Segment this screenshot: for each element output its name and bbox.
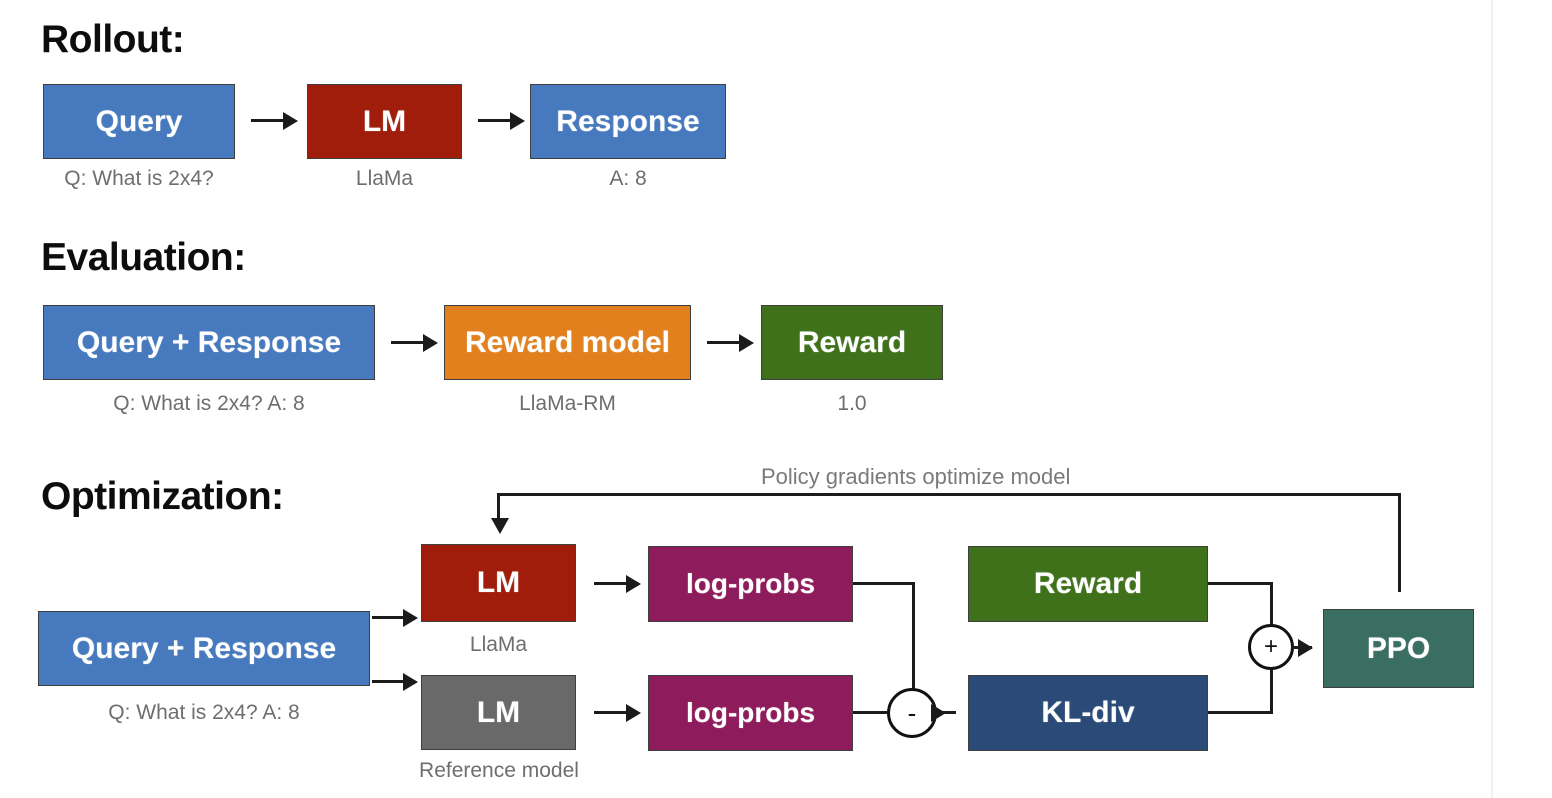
optimization-arrow-ref-logprobs-line [594, 711, 628, 714]
optimization-arrow-ref-logprobs-head [626, 704, 641, 722]
reward-out-hline [1208, 582, 1273, 585]
optimization-logprobs-bottom-box[interactable]: log-probs [648, 675, 853, 751]
optimization-kl-div-box[interactable]: KL-div [968, 675, 1208, 751]
rollout-query-box[interactable]: Query [43, 84, 235, 159]
right-edge-divider [1491, 0, 1493, 798]
optimization-arrow-to-ref-line [372, 680, 406, 683]
optimization-arrow-to-ref-head [403, 673, 418, 691]
feedback-arrow-head [491, 518, 509, 534]
feedback-vline-left [497, 493, 500, 522]
logprobs-top-out-vline [912, 582, 915, 692]
rollout-arrow-2-line [478, 119, 512, 122]
optimization-reference-lm-caption: Reference model [419, 759, 579, 782]
section-title-rollout: Rollout: [41, 18, 185, 61]
rollout-response-box[interactable]: Response [530, 84, 726, 159]
evaluation-reward-model-caption: LlaMa-RM [519, 392, 616, 415]
logprobs-top-out-hline [853, 582, 915, 585]
optimization-arrow-lm-logprobs-line [594, 582, 628, 585]
evaluation-arrow-1-head [423, 334, 438, 352]
optimization-reward-box[interactable]: Reward [968, 546, 1208, 622]
optimization-query-response-box[interactable]: Query + Response [38, 611, 370, 686]
rollout-lm-caption: LlaMa [355, 167, 414, 190]
optimization-active-lm-caption: LlaMa [469, 633, 528, 656]
optimization-arrow-lm-logprobs-head [626, 575, 641, 593]
logprobs-bottom-out-hline [853, 711, 887, 714]
evaluation-reward-model-box[interactable]: Reward model [444, 305, 691, 380]
optimization-reference-lm-box[interactable]: LM [421, 675, 576, 750]
evaluation-query-response-box[interactable]: Query + Response [43, 305, 375, 380]
section-title-optimization: Optimization: [41, 475, 284, 518]
reward-out-vline [1270, 582, 1273, 630]
rollout-response-caption: A: 8 [609, 167, 647, 190]
optimization-active-lm-box[interactable]: LM [421, 544, 576, 622]
evaluation-arrow-1-line [391, 341, 425, 344]
kl-out-hline [1208, 711, 1273, 714]
evaluation-reward-box[interactable]: Reward [761, 305, 943, 380]
rollout-arrow-1-head [283, 112, 298, 130]
plus-operator-circle: + [1248, 624, 1294, 670]
optimization-arrow-to-lm-line [372, 616, 406, 619]
section-title-evaluation: Evaluation: [41, 236, 246, 279]
evaluation-arrow-2-line [707, 341, 741, 344]
optimization-ppo-box[interactable]: PPO [1323, 609, 1474, 688]
minus-out-arrow-head [931, 704, 946, 722]
evaluation-reward-caption: 1.0 [837, 392, 867, 415]
kl-out-vline [1270, 664, 1273, 714]
feedback-vline-right [1398, 494, 1401, 592]
evaluation-query-response-caption: Q: What is 2x4? A: 8 [113, 392, 305, 415]
rollout-arrow-1-line [251, 119, 285, 122]
evaluation-arrow-2-head [739, 334, 754, 352]
rollout-lm-box[interactable]: LM [307, 84, 462, 159]
rollout-query-caption: Q: What is 2x4? [64, 167, 214, 190]
plus-out-arrow-head [1298, 639, 1313, 657]
optimization-query-response-caption: Q: What is 2x4? A: 8 [108, 701, 300, 724]
feedback-hline-top [497, 493, 1401, 496]
policy-gradient-label: Policy gradients optimize model [761, 464, 1071, 489]
minus-operator-circle: - [887, 688, 937, 738]
optimization-logprobs-top-box[interactable]: log-probs [648, 546, 853, 622]
optimization-arrow-to-lm-head [403, 609, 418, 627]
rollout-arrow-2-head [510, 112, 525, 130]
